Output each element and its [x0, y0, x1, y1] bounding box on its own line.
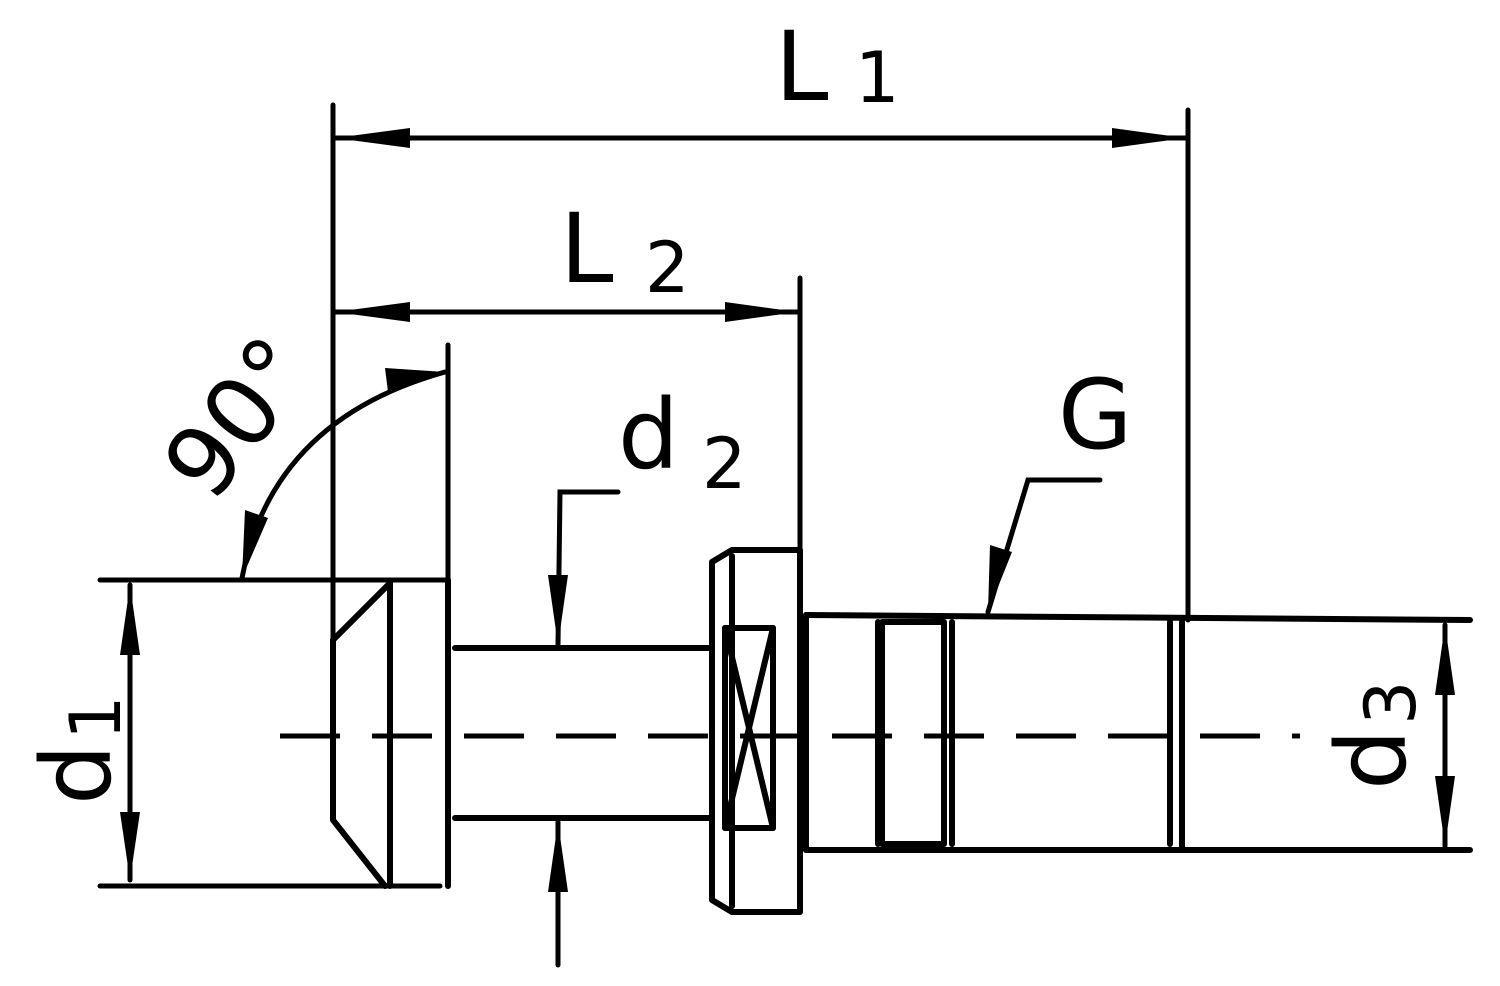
- threaded-section: [803, 612, 1473, 853]
- head-collar: [330, 577, 451, 889]
- label-angle: 90°: [142, 316, 335, 519]
- dimension-L1: L 1: [330, 11, 1191, 643]
- label-d3-subscript: 3: [1350, 680, 1432, 725]
- label-d2-subscript: 2: [702, 423, 747, 505]
- label-d1-subscript: 1: [55, 695, 137, 740]
- dimension-d3: d 3: [1316, 622, 1455, 849]
- label-d1: d: [21, 744, 133, 805]
- label-d3: d: [1316, 729, 1428, 790]
- label-L1-subscript: 1: [855, 37, 900, 119]
- dimension-d1: d 1: [21, 577, 451, 889]
- thread-label-G: G: [985, 359, 1132, 615]
- label-L1: L: [775, 11, 828, 123]
- dimension-d2: d 2: [548, 379, 747, 968]
- hex-flange: [709, 547, 803, 915]
- label-L2: L: [560, 193, 613, 305]
- dimension-L2: L 2: [332, 193, 803, 915]
- label-L2-subscript: 2: [645, 227, 690, 309]
- angle-90-annotation: 90°: [142, 316, 451, 588]
- label-G: G: [1058, 359, 1132, 471]
- shank: [452, 645, 715, 821]
- label-d2: d: [618, 379, 679, 491]
